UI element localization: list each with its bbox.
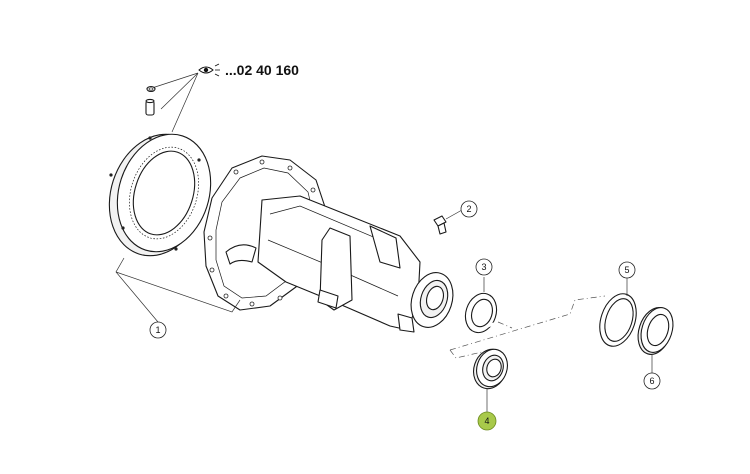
svg-text:3: 3 (481, 262, 486, 272)
axle-housing (203, 155, 454, 333)
callout-3[interactable]: 3 (475, 258, 493, 276)
callout-2[interactable]: 2 (460, 200, 478, 218)
ring-gear (108, 133, 212, 257)
reference-leader-lines (151, 72, 199, 133)
o-ring-small (146, 85, 156, 93)
svg-text:1: 1 (155, 325, 160, 335)
assembly-line-snap (497, 321, 513, 329)
callout-1[interactable]: 1 (149, 321, 167, 339)
dowel-pin (145, 98, 155, 116)
svg-text:6: 6 (649, 376, 654, 386)
snap-ring (464, 277, 498, 334)
reference-number: ...02 40 160 (225, 62, 299, 78)
callout-leader-2 (445, 209, 463, 220)
assembly-line-left (449, 349, 483, 359)
reference-marker: ...02 40 160 (151, 62, 299, 133)
svg-text:4: 4 (484, 416, 489, 426)
shaft-seal (473, 348, 508, 412)
svg-text:2: 2 (466, 204, 471, 214)
callout-6[interactable]: 6 (643, 372, 661, 390)
seal-ring-outer (599, 278, 637, 347)
callout-leader-1 (115, 257, 241, 323)
assembly-line-right (449, 295, 606, 351)
callout-4[interactable]: 4 (477, 411, 497, 431)
eye-reference-icon (198, 63, 220, 77)
callout-5[interactable]: 5 (618, 261, 636, 279)
svg-text:5: 5 (624, 265, 629, 275)
seal-ring-inner (637, 307, 674, 373)
bolt (433, 209, 463, 235)
